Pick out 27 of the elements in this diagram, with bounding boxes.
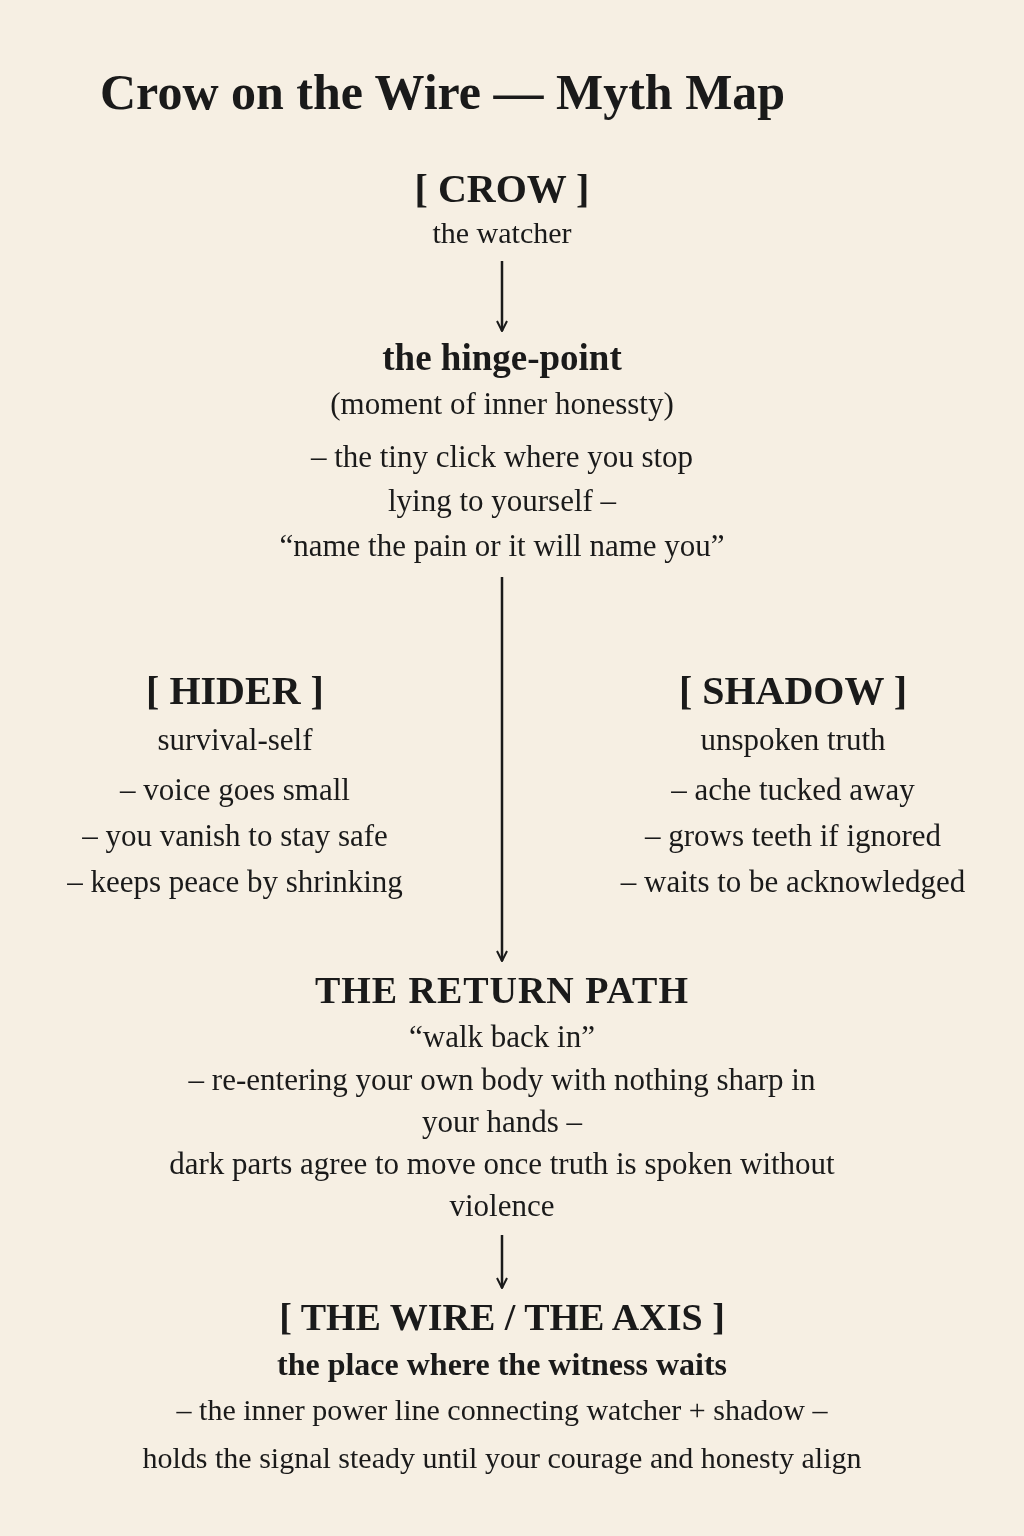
list-item: – voice goes small xyxy=(120,771,350,809)
node-heading: THE RETURN PATH xyxy=(315,968,689,1013)
column-subtitle: survival-self xyxy=(157,721,313,759)
list-item: – keeps peace by shrinking xyxy=(67,863,403,901)
arrow xyxy=(496,261,508,332)
diagram-title: Crow on the Wire — Myth Map xyxy=(100,63,786,122)
list-item: – you vanish to stay safe xyxy=(82,817,388,855)
node-subtitle: (moment of inner honessty) xyxy=(330,385,674,423)
arrow xyxy=(496,1235,508,1289)
quote-text: “walk back in” xyxy=(409,1018,595,1056)
column-heading: [ HIDER ] xyxy=(146,667,324,715)
list-item: – grows teeth if ignored xyxy=(644,817,942,855)
node-description: – the tiny click where you stop lying to yourself – xyxy=(309,438,695,520)
column-subtitle: unspoken truth xyxy=(700,721,886,759)
quote-text: “name the pain or it will name you” xyxy=(279,527,725,565)
list-item: – waits to be acknowledged xyxy=(620,863,966,901)
node-description: dark parts agree to move once truth is spoken without violence xyxy=(168,1145,836,1225)
node-subtitle: the place where the witness waits xyxy=(277,1345,727,1384)
node-heading: [ CROW ] xyxy=(414,165,590,213)
list-item: – ache tucked away xyxy=(671,771,915,809)
arrow xyxy=(496,577,508,962)
node-description: – the inner power line connecting watcher + shadow – xyxy=(176,1392,828,1428)
node-heading: [ THE WIRE / THE AXIS ] xyxy=(279,1295,725,1340)
column-heading: [ SHADOW ] xyxy=(678,667,908,715)
node-subtitle: the watcher xyxy=(432,215,572,251)
node-heading: the hinge-point xyxy=(382,336,622,380)
node-description: holds the signal steady until your courage and honesty align xyxy=(142,1440,862,1476)
